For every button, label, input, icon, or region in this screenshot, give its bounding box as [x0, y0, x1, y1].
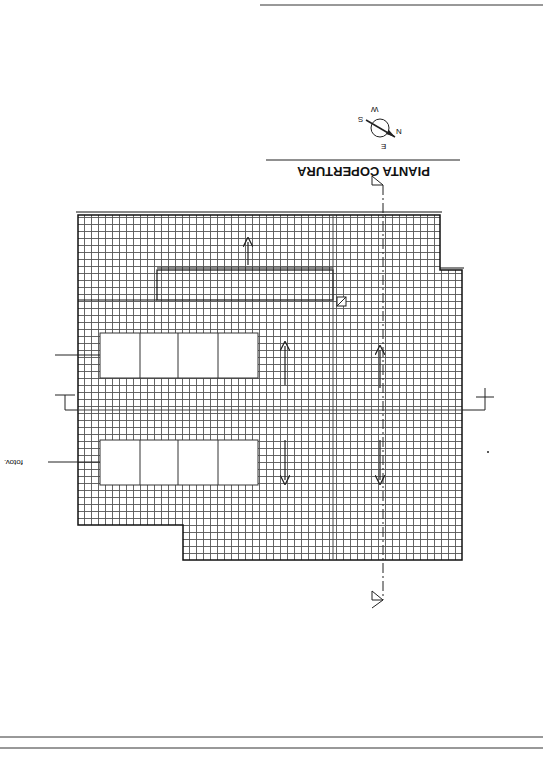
compass-letter: N [396, 127, 402, 136]
solar-panels [100, 333, 258, 485]
compass-letter: W [371, 105, 379, 114]
compass-letter: S [358, 115, 363, 124]
compass [366, 119, 395, 137]
plan-title: PIANTA COPERTURA [297, 164, 430, 179]
compass-letter: E [381, 142, 386, 151]
panel-label: fotov. [4, 458, 23, 467]
